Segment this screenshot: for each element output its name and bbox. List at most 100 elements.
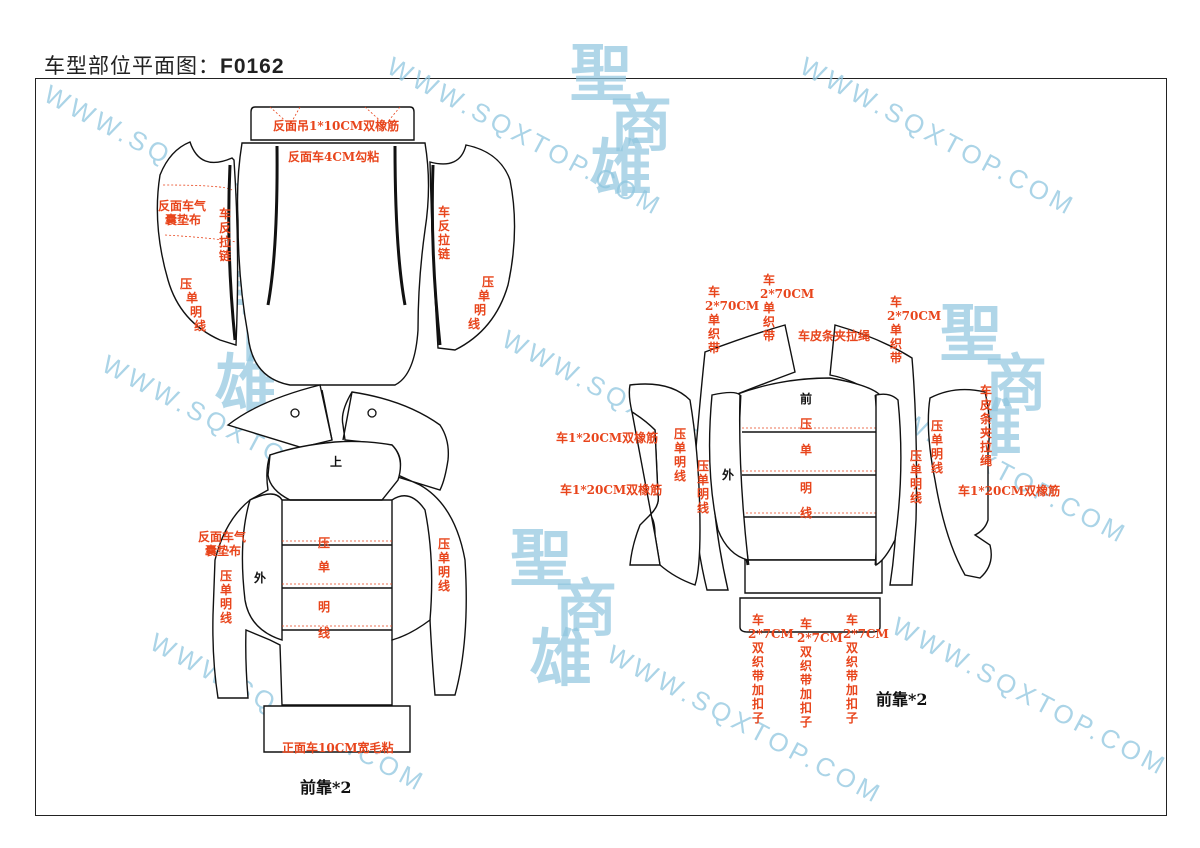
label-left-stitch: 压 单 明 线 <box>674 427 686 483</box>
svg-text:车: 车 <box>219 206 231 221</box>
svg-text:扣: 扣 <box>846 696 858 711</box>
label-bottom3: 车 2*7CM 双 织 带 加 扣 子 <box>843 612 889 725</box>
watermark-logo: 聖 商 雄 <box>570 37 672 205</box>
svg-text:车: 车 <box>438 204 450 219</box>
svg-text:2*70CM: 2*70CM <box>887 309 941 323</box>
label-left-band2: 车1*20CM双橡筋 <box>560 482 662 497</box>
svg-text:织: 织 <box>846 654 858 669</box>
center-stripes <box>282 499 392 631</box>
label-front-outer: 外 <box>254 570 266 585</box>
svg-text:织: 织 <box>752 654 764 669</box>
svg-text:链: 链 <box>219 248 232 263</box>
title-prefix: 车型部位平面图： <box>44 54 220 78</box>
watermark-logo: 聖 商 雄 <box>510 522 617 695</box>
svg-text:单: 单 <box>800 442 812 457</box>
svg-text:线: 线 <box>438 578 450 593</box>
label-right-rope: 车 皮 条 夹 拉 绳 <box>979 383 993 468</box>
svg-text:商: 商 <box>555 572 617 645</box>
svg-text:线: 线 <box>194 318 206 333</box>
svg-text:商: 商 <box>610 87 672 160</box>
svg-text:2*7CM: 2*7CM <box>843 627 889 641</box>
svg-text:车: 车 <box>763 272 775 287</box>
svg-text:商: 商 <box>985 347 1047 420</box>
label-wing-right-stitch: 压 单 明 线 <box>468 275 494 331</box>
svg-text:线: 线 <box>674 468 686 483</box>
svg-text:加: 加 <box>799 686 812 701</box>
watermark-url: WWW.SQXTOP.COM <box>795 51 1081 222</box>
svg-text:链: 链 <box>438 246 451 261</box>
label-bottom-strip: 正面车10CM宽毛粘 <box>282 740 394 755</box>
svg-text:车: 车 <box>980 383 992 398</box>
svg-text:明: 明 <box>438 565 450 579</box>
svg-text:压: 压 <box>220 569 232 583</box>
svg-text:车: 车 <box>846 612 858 627</box>
svg-text:线: 线 <box>318 625 330 640</box>
svg-text:压: 压 <box>697 459 709 473</box>
svg-text:双: 双 <box>800 645 812 659</box>
svg-text:带: 带 <box>890 350 902 365</box>
svg-text:反: 反 <box>438 218 450 233</box>
svg-text:单: 单 <box>763 300 775 315</box>
label-leather-rope: 车皮条夹拉绳 <box>798 328 870 343</box>
svg-text:子: 子 <box>800 715 812 729</box>
label-strap1: 车 2*70CM 单 织 带 <box>705 284 759 355</box>
watermark-url: WWW.SQXTOP.COM <box>887 611 1173 782</box>
svg-text:织: 织 <box>890 336 902 351</box>
label-top-strip: 反面吊1*10CM双橡筋 <box>273 118 399 133</box>
svg-text:单: 单 <box>318 559 330 574</box>
svg-text:2*70CM: 2*70CM <box>705 299 759 313</box>
label-strap2: 车 2*70CM 单 织 带 <box>760 272 814 343</box>
svg-text:单: 单 <box>478 288 490 303</box>
label-inner-right-stitch: 压 单 明 线 <box>910 449 922 505</box>
svg-text:明: 明 <box>697 487 709 501</box>
svg-text:明: 明 <box>674 455 686 469</box>
svg-text:车: 车 <box>890 294 902 309</box>
label-front-top: 上 <box>330 454 342 469</box>
svg-text:织: 织 <box>800 658 812 673</box>
svg-text:单: 单 <box>708 312 720 327</box>
svg-text:扣: 扣 <box>752 696 764 711</box>
svg-text:子: 子 <box>752 711 764 725</box>
svg-text:明: 明 <box>318 600 330 614</box>
right-caption: 前靠*2 <box>876 690 928 709</box>
svg-text:单: 单 <box>220 582 232 597</box>
label-left-band1: 车1*20CM双橡筋 <box>556 430 658 445</box>
label-back-top: 反面车4CM勾粘 <box>288 149 379 164</box>
svg-text:线: 线 <box>697 500 709 515</box>
label-outer: 外 <box>722 467 734 482</box>
svg-text:带: 带 <box>763 328 775 343</box>
svg-text:织: 织 <box>708 326 720 341</box>
svg-text:单: 单 <box>890 322 902 337</box>
label-bottom2: 车 2*7CM 双 织 带 加 扣 子 <box>797 616 843 729</box>
svg-text:拉: 拉 <box>438 232 450 247</box>
svg-text:明: 明 <box>190 305 202 319</box>
svg-text:带: 带 <box>846 668 858 683</box>
svg-text:带: 带 <box>752 668 764 683</box>
label-wing-left-airbag: 反面车气 囊垫布 <box>158 198 206 227</box>
svg-text:皮: 皮 <box>979 397 992 412</box>
svg-text:明: 明 <box>220 597 232 611</box>
svg-text:反面车气: 反面车气 <box>198 529 246 544</box>
svg-text:条: 条 <box>979 411 993 426</box>
svg-text:压: 压 <box>318 536 330 550</box>
label-center-stitch-right: 压 单 明 线 <box>800 417 812 520</box>
svg-text:反: 反 <box>219 220 231 235</box>
title-code: F0162 <box>220 55 285 78</box>
svg-text:线: 线 <box>910 490 922 505</box>
svg-text:带: 带 <box>800 672 812 687</box>
back-panel <box>236 142 430 386</box>
svg-text:2*7CM: 2*7CM <box>748 627 794 641</box>
svg-text:线: 线 <box>800 505 812 520</box>
left-caption: 前靠*2 <box>300 778 352 797</box>
svg-text:扣: 扣 <box>800 700 812 715</box>
svg-text:聖: 聖 <box>570 37 632 110</box>
label-wing-left-zip: 车 反 拉 链 <box>219 206 232 263</box>
svg-text:囊垫布: 囊垫布 <box>204 543 241 558</box>
svg-text:2*7CM: 2*7CM <box>797 631 843 645</box>
label-strap3: 车 2*70CM 单 织 带 <box>887 294 941 365</box>
right-pattern: 车 2*70CM 单 织 带 车 2*70CM 单 织 带 车 2*70CM 单… <box>556 272 1060 729</box>
right-bottom-strip <box>739 597 881 633</box>
svg-text:织: 织 <box>763 314 775 329</box>
label-front-left-stitch: 压 单 明 线 <box>220 569 232 625</box>
